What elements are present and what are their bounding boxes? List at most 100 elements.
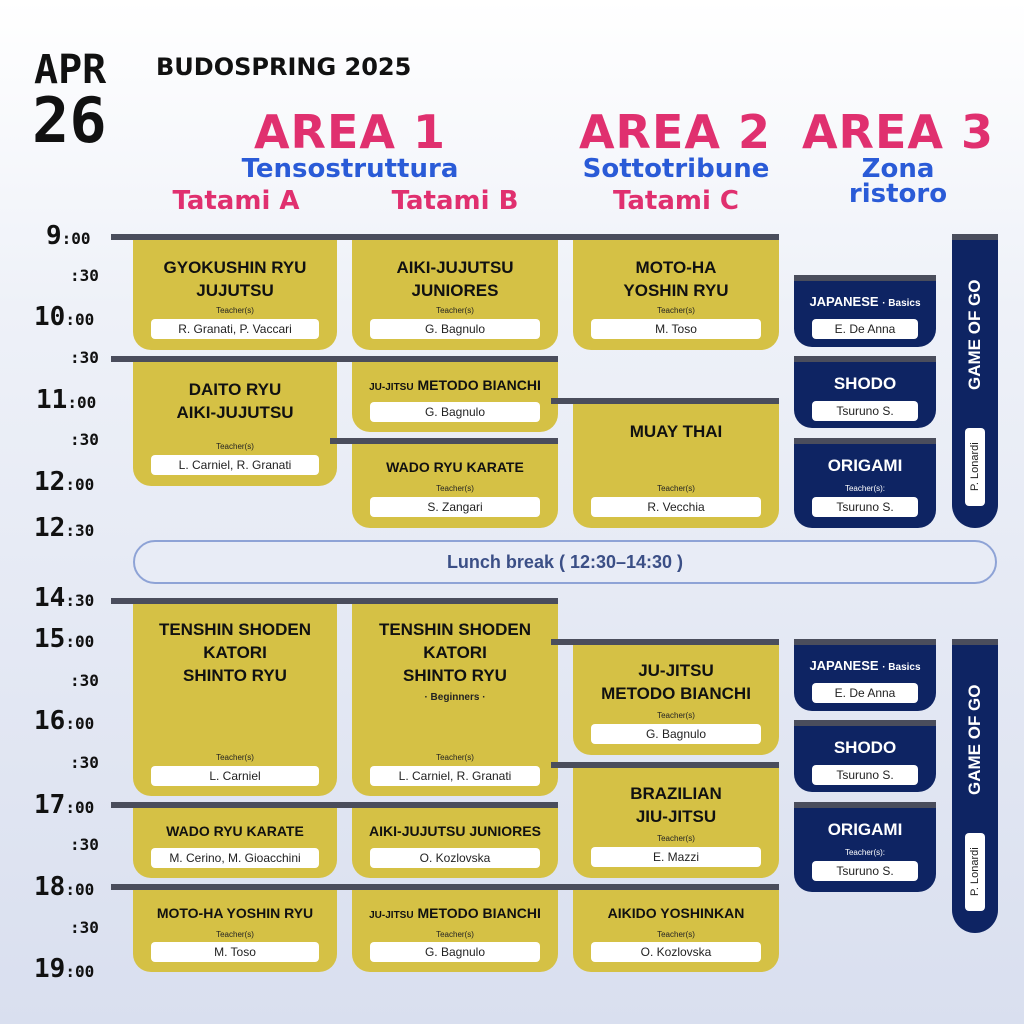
session-title: AIKI-JUJUTSU: [396, 258, 514, 277]
time-16-00: 16:00: [34, 706, 95, 736]
teacher-name: E. Mazzi: [591, 847, 761, 867]
teacher-label: Teacher(s): [216, 306, 254, 315]
time-19-00: 19:00: [34, 954, 95, 984]
area-1-title: AREA 1: [253, 105, 447, 159]
teacher-label: Teacher(s):: [844, 484, 885, 493]
teacher-name: Tsuruno S.: [812, 765, 918, 785]
teacher-name: Tsuruno S.: [812, 861, 918, 881]
teacher-name: P. Lonardi: [965, 428, 985, 506]
session-title: BRAZILIAN: [630, 784, 722, 803]
session-aikido-yoshinkan: AIKIDO YOSHINKAN Teacher(s) O. Kozlovska: [551, 884, 779, 972]
teacher-name: M. Cerino, M. Gioacchini: [151, 848, 319, 868]
area-3-title: AREA 3: [801, 105, 995, 159]
session-title: ORIGAMI: [827, 456, 903, 475]
session-title: GAME OF GO: [965, 279, 984, 391]
session-gyokushin-ryu: GYOKUSHIN RYU JUJUTSU Teacher(s) R. Gran…: [111, 234, 337, 350]
session-title: MUAY THAI: [629, 422, 723, 441]
teacher-label: Teacher(s):: [844, 848, 885, 857]
session-title: TENSHIN SHODEN: [378, 620, 532, 639]
session-origami: ORIGAMI Teacher(s): Tsuruno S.: [794, 438, 936, 528]
session-origami-pm: ORIGAMI Teacher(s): Tsuruno S.: [794, 802, 936, 892]
area-3-subtitle-1: Zona: [861, 154, 935, 184]
session-title: AIKIDO YOSHINKAN: [607, 905, 745, 921]
tatami-c: Tatami C: [612, 186, 740, 216]
time-10-00: 10:00: [34, 302, 95, 332]
session-ju-jitsu-bianchi-b: JU-JITSU METODO BIANCHI Teacher(s) G. Ba…: [330, 884, 558, 972]
session-title: MOTO-HA YOSHIN RYU: [156, 905, 314, 921]
session-title: JAPANESE · Basics: [809, 294, 921, 309]
teacher-label: Teacher(s): [216, 442, 254, 451]
session-title: WADO RYU KARATE: [386, 459, 524, 475]
session-wado-ryu-karate: WADO RYU KARATE Teacher(s) S. Zangari: [330, 438, 558, 528]
teacher-name: E. De Anna: [812, 319, 918, 339]
teacher-label: Teacher(s): [216, 930, 254, 939]
teacher-name: Tsuruno S.: [812, 401, 918, 421]
session-game-of-go-pm: GAME OF GO P. Lonardi: [952, 639, 998, 933]
teacher-name: L. Carniel, R. Granati: [151, 455, 319, 475]
time-15-00: 15:00: [34, 624, 95, 654]
time-11-30: :30: [70, 430, 99, 449]
session-ju-jitsu-bianchi-c: JU-JITSU METODO BIANCHI Teacher(s) G. Ba…: [551, 639, 779, 755]
teacher-name: L. Carniel: [151, 766, 319, 786]
session-shodo-pm: SHODO Tsuruno S.: [794, 720, 936, 792]
teacher-name: E. De Anna: [812, 683, 918, 703]
session-title: JU-JITSU: [638, 661, 714, 680]
session-moto-ha-yoshin-ryu-a: MOTO-HA YOSHIN RYU Teacher(s) M. Toso: [111, 884, 337, 972]
session-tenshin-shoden-a: TENSHIN SHODEN KATORI SHINTO RYU Teacher…: [111, 598, 337, 796]
area-3-subtitle-2: ristoro: [848, 179, 948, 209]
session-title: AIKI-JUJUTSU: [176, 403, 294, 422]
teacher-name: G. Bagnulo: [370, 402, 540, 422]
session-title: SHINTO RYU: [183, 666, 287, 685]
tatami-a: Tatami A: [172, 186, 300, 216]
session-title: DAITO RYU: [188, 380, 282, 399]
session-japanese-basics-pm: JAPANESE · Basics E. De Anna: [794, 639, 936, 711]
teacher-name: L. Carniel, R. Granati: [370, 766, 540, 786]
session-note: · Beginners ·: [424, 692, 486, 703]
session-title: SHODO: [833, 738, 897, 757]
session-title: WADO RYU KARATE: [166, 823, 304, 839]
session-title: KATORI: [423, 643, 487, 662]
session-title: KATORI: [203, 643, 267, 662]
area-2-title: AREA 2: [578, 105, 772, 159]
session-muay-thai: MUAY THAI Teacher(s) R. Vecchia: [551, 398, 779, 528]
teacher-label: Teacher(s): [436, 484, 474, 493]
session-title: GYOKUSHIN RYU: [163, 258, 307, 277]
time-18-00: 18:00: [34, 872, 95, 902]
session-title: ORIGAMI: [827, 820, 903, 839]
session-title: JU-JITSU METODO BIANCHI: [369, 905, 541, 921]
time-15-30: :30: [70, 671, 99, 690]
time-18-30: :30: [70, 918, 99, 937]
time-12-00: 12:00: [34, 467, 95, 497]
time-17-30: :30: [70, 835, 99, 854]
session-title: AIKI-JUJUTSU JUNIORES: [369, 823, 541, 839]
teacher-name: O. Kozlovska: [370, 848, 540, 868]
time-11-00: 11:00: [36, 385, 97, 415]
session-brazilian-jiu-jitsu: BRAZILIAN JIU-JITSU Teacher(s) E. Mazzi: [551, 762, 779, 878]
session-title: JAPANESE · Basics: [809, 658, 921, 673]
time-10-30: :30: [70, 348, 99, 367]
teacher-label: Teacher(s): [657, 834, 695, 843]
lunch-break-banner: Lunch break ( 12:30–14:30 ): [133, 540, 997, 584]
session-title: JUNIORES: [411, 281, 499, 300]
area-2-subtitle: Sottotribune: [582, 154, 770, 184]
teacher-label: Teacher(s): [657, 711, 695, 720]
session-japanese-basics: JAPANESE · Basics E. De Anna: [794, 275, 936, 347]
teacher-label: Teacher(s): [436, 306, 474, 315]
time-12-30: 12:30: [34, 513, 95, 543]
session-tenshin-shoden-b: TENSHIN SHODEN KATORI SHINTO RYU · Begin…: [330, 598, 558, 796]
session-title: TENSHIN SHODEN: [158, 620, 312, 639]
tatami-b: Tatami B: [391, 186, 519, 216]
session-title: MOTO-HA: [635, 258, 717, 277]
teacher-name: R. Vecchia: [591, 497, 761, 517]
session-title: JU-JITSU METODO BIANCHI: [369, 377, 541, 393]
session-title: GAME OF GO: [965, 684, 984, 796]
teacher-name: Tsuruno S.: [812, 497, 918, 517]
session-title: JIU-JITSU: [635, 807, 717, 826]
session-game-of-go: GAME OF GO P. Lonardi: [952, 234, 998, 528]
teacher-name: G. Bagnulo: [370, 319, 540, 339]
session-daito-ryu: DAITO RYU AIKI-JUJUTSU Teacher(s) L. Car…: [111, 356, 337, 486]
teacher-name: M. Toso: [151, 942, 319, 962]
time-17-00: 17:00: [34, 790, 95, 820]
session-moto-ha-yoshin-ryu: MOTO-HA YOSHIN RYU Teacher(s) M. Toso: [551, 234, 779, 350]
teacher-label: Teacher(s): [216, 753, 254, 762]
